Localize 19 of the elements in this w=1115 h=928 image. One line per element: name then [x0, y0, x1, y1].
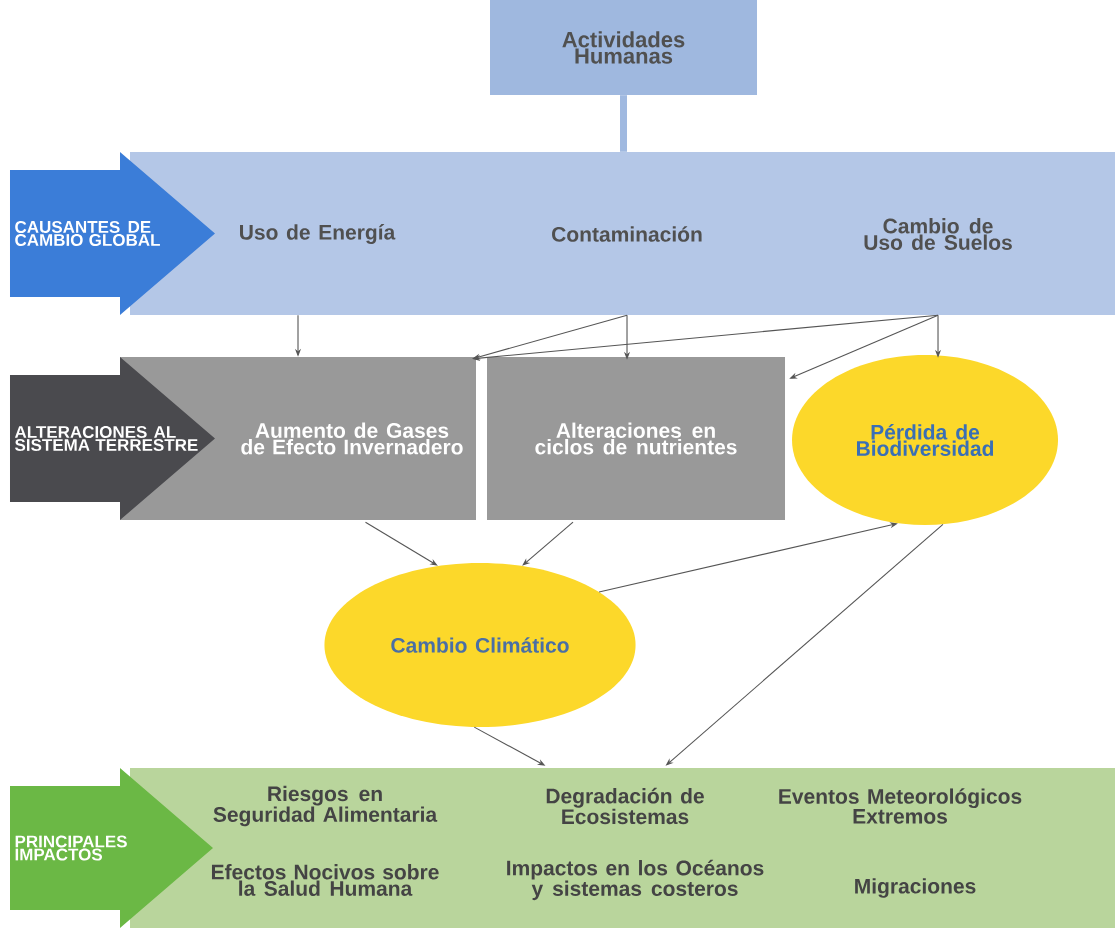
process-box: Alteraciones en ciclos de nutrientes	[487, 357, 785, 520]
box-label: Migraciones	[855, 878, 976, 898]
section-banner: CAUSANTES DE CAMBIO GLOBAL	[10, 152, 215, 315]
box-label: Efectos Nocivos sobre la Salud Humana	[212, 864, 439, 896]
box-label: Riesgos en Seguridad Alimentaria	[213, 785, 438, 827]
box-label: Impactos en los Océanos y sistemas costeros	[507, 859, 764, 901]
section-banner: ALTERACIONES AL SISTEMA TERRESTRE	[10, 357, 215, 520]
ellipse-node: Pérdida de Biodiversidad	[792, 355, 1058, 525]
box-label: Contaminación	[552, 226, 702, 242]
box-label: Uso de Energía	[240, 224, 396, 244]
box-label: Cambio de Uso de Suelos	[864, 218, 1012, 250]
box-label: Eventos Meteorológicos Extremos	[779, 788, 1022, 824]
node-label: Aumento de Gases de Efecto Invernadero	[241, 422, 463, 455]
arrow	[364, 521, 438, 566]
ellipse-node: Cambio Climático	[324, 563, 636, 727]
box-label: Degradación de Ecosistemas	[546, 787, 704, 825]
arrow	[522, 521, 574, 566]
section-banner: PRINCIPALES IMPACTOS	[10, 768, 213, 928]
process-box: Actividades Humanas	[490, 0, 757, 95]
